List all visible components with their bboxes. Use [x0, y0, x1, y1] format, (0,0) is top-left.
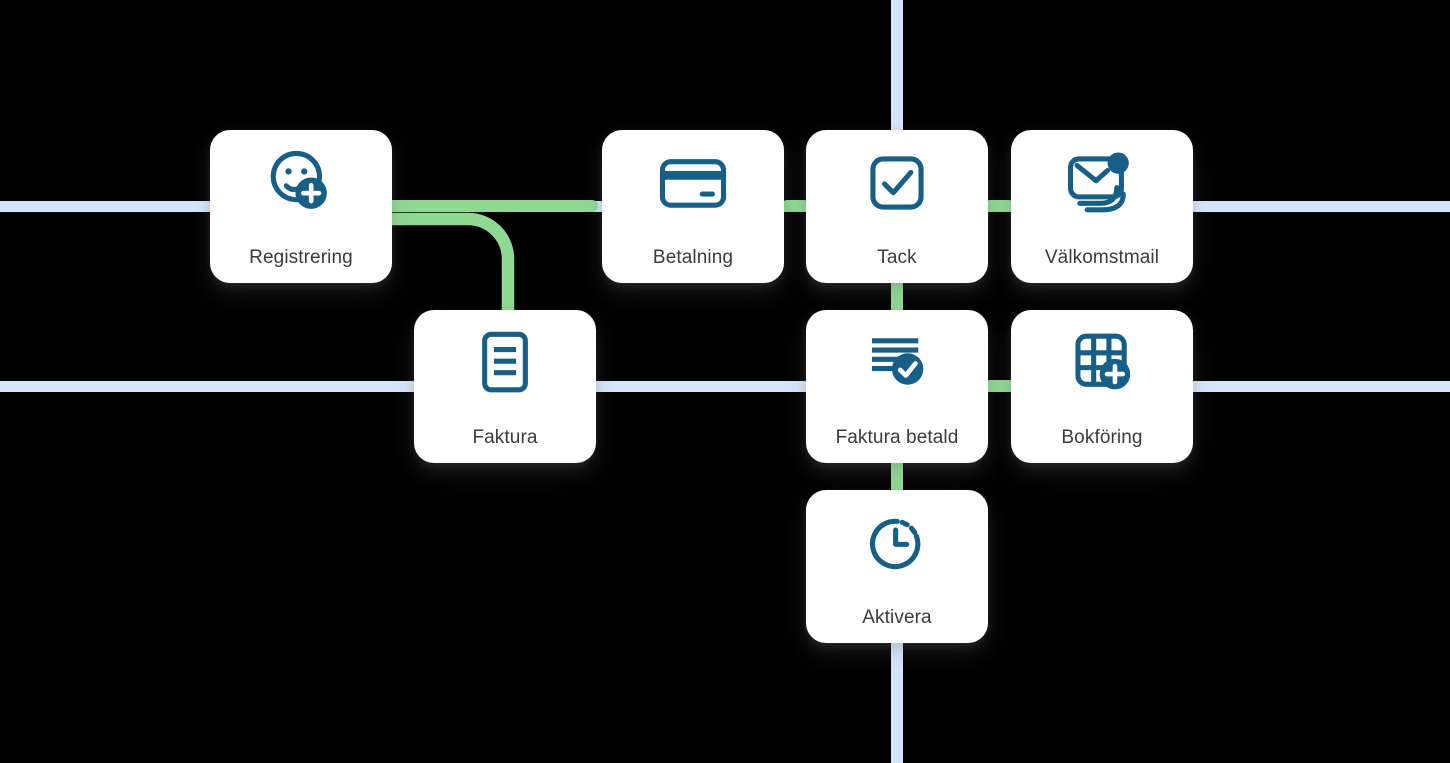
- mail-notification-icon: [1068, 152, 1129, 213]
- node-label: Faktura: [472, 427, 538, 448]
- connector-fakturabetald-bokforing: [984, 380, 1015, 392]
- connector-registrering-betalning: [386, 200, 598, 212]
- node-valkomstmail[interactable]: Välkomstmail: [1011, 130, 1193, 283]
- node-label: Betalning: [652, 247, 734, 268]
- node-label: Tack: [877, 247, 917, 268]
- node-registrering[interactable]: Registrering: [210, 130, 392, 283]
- connector-tack-valkomstmail: [984, 200, 1015, 212]
- clock-pending-icon: [869, 518, 921, 570]
- connector-tack-fakturabetald: [891, 279, 903, 314]
- node-label: Faktura betald: [835, 427, 959, 448]
- node-bokforing[interactable]: Bokföring: [1011, 310, 1193, 463]
- credit-card-icon: [659, 159, 727, 208]
- connector-registrering-faktura: [386, 212, 515, 320]
- node-label: Bokföring: [1061, 427, 1143, 448]
- connector-betalning-tack: [781, 200, 810, 212]
- connector-fakturabetald-aktivera: [891, 459, 903, 494]
- node-aktivera[interactable]: Aktivera: [806, 490, 988, 643]
- invoice-paid-icon: [872, 338, 924, 385]
- node-label: Välkomstmail: [1044, 247, 1160, 268]
- checkbox-checked-icon: [870, 156, 924, 210]
- spreadsheet-add-icon: [1075, 333, 1131, 390]
- connector-row2-horizontal: [0, 381, 1450, 392]
- node-betalning[interactable]: Betalning: [602, 130, 784, 283]
- invoice-document-icon: [482, 331, 528, 393]
- node-tack[interactable]: Tack: [806, 130, 988, 283]
- node-label: Aktivera: [862, 607, 932, 628]
- node-faktura[interactable]: Faktura: [414, 310, 596, 463]
- user-add-icon: [270, 150, 327, 209]
- node-label: Registrering: [249, 247, 353, 268]
- node-faktura-betald[interactable]: Faktura betald: [806, 310, 988, 463]
